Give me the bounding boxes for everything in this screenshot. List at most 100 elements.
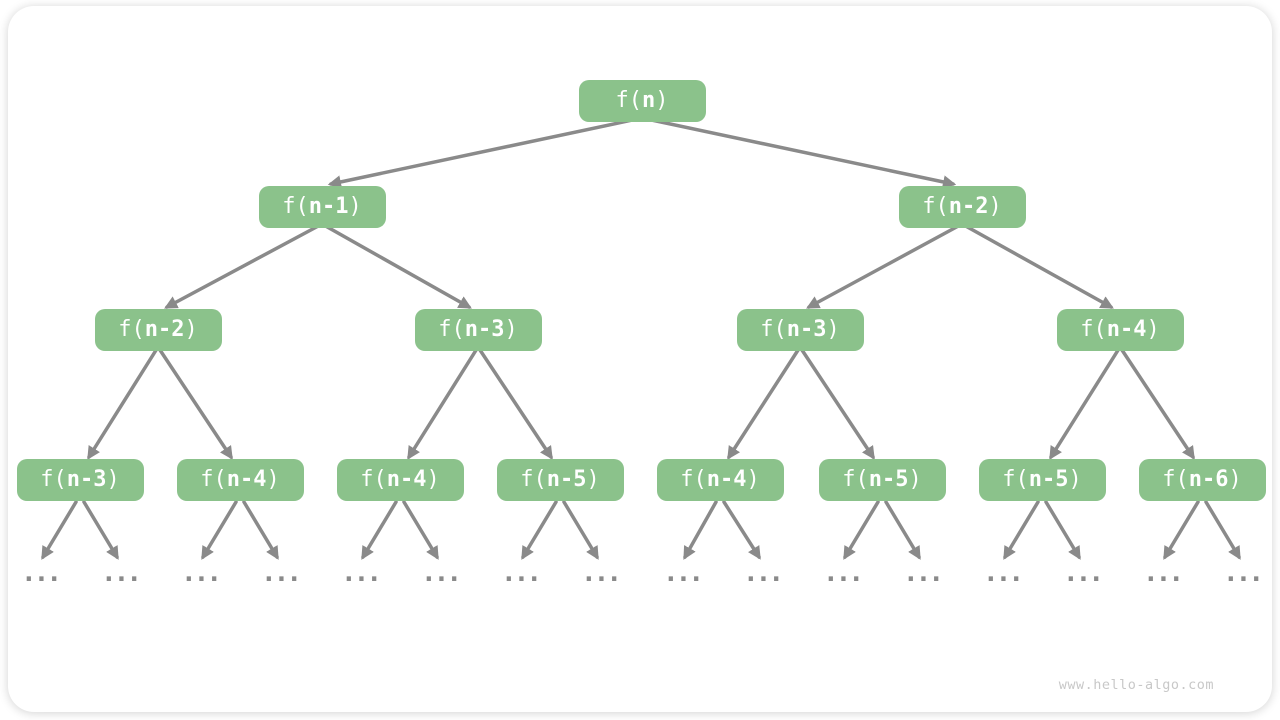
tree-node-label: n-6 bbox=[1188, 467, 1229, 492]
ellipsis-leaf: ... bbox=[101, 558, 142, 588]
edge-arrow bbox=[407, 345, 480, 460]
edge-arrow bbox=[960, 222, 1114, 309]
tree-node-label: ) bbox=[184, 317, 198, 342]
tree-node-label: n-1 bbox=[308, 194, 349, 219]
watermark: www.hello-algo.com bbox=[1058, 677, 1214, 693]
tree-node-label: ) bbox=[1228, 467, 1242, 492]
ellipsis-leaf: ... bbox=[421, 558, 462, 588]
tree-node-label: ) bbox=[908, 467, 922, 492]
edge-arrow bbox=[1204, 500, 1241, 560]
tree-node-label: n-2 bbox=[948, 194, 989, 219]
ellipsis-leaf: ... bbox=[341, 558, 382, 588]
tree-node-9: f(n-4) bbox=[336, 459, 464, 501]
ellipsis-leaf: ... bbox=[663, 558, 704, 588]
tree-node-label: n-4 bbox=[226, 467, 267, 492]
edge-arrow bbox=[843, 500, 880, 560]
tree-node-label: ) bbox=[586, 467, 600, 492]
tree-node-7: f(n-3) bbox=[16, 459, 144, 501]
edge-arrow bbox=[320, 222, 472, 309]
tree-node-label: ) bbox=[746, 467, 760, 492]
tree-node-label: n bbox=[642, 88, 656, 113]
tree-node-label: f( bbox=[615, 88, 643, 113]
tree-node-label: ) bbox=[348, 194, 362, 219]
tree-node-label: n-3 bbox=[66, 467, 107, 492]
edge-arrow bbox=[722, 500, 761, 560]
tree-node-label: ) bbox=[1146, 317, 1160, 342]
tree-node-label: ) bbox=[426, 467, 440, 492]
edge-arrow bbox=[1003, 500, 1040, 560]
tree-node-1: f(n-1) bbox=[258, 186, 386, 228]
tree-node-label: f( bbox=[1162, 467, 1189, 492]
tree-node-label: n-4 bbox=[1106, 317, 1147, 342]
tree-node-4: f(n-3) bbox=[414, 309, 542, 351]
tree-node-label: ) bbox=[988, 194, 1002, 219]
tree-node-label: f( bbox=[118, 317, 145, 342]
edge-arrow bbox=[562, 500, 599, 560]
tree-node-label: n-5 bbox=[1028, 467, 1069, 492]
tree-node-5: f(n-3) bbox=[736, 309, 864, 351]
ellipsis-leaf: ... bbox=[501, 558, 542, 588]
ellipsis-leaf: ... bbox=[581, 558, 622, 588]
tree-node-label: f( bbox=[438, 317, 465, 342]
tree-node-label: f( bbox=[282, 194, 309, 219]
tree-node-label: ) bbox=[826, 317, 840, 342]
tree-node-label: ) bbox=[655, 88, 669, 113]
ellipsis-leaf: ... bbox=[181, 558, 222, 588]
tree-node-label: f( bbox=[680, 467, 707, 492]
edge-arrow bbox=[1044, 500, 1081, 560]
ellipsis-leaf: ... bbox=[983, 558, 1024, 588]
tree-node-label: n-5 bbox=[546, 467, 587, 492]
tree-node-label: f( bbox=[360, 467, 387, 492]
tree-node-8: f(n-4) bbox=[176, 459, 304, 501]
tree-node-label: n-2 bbox=[144, 317, 185, 342]
ellipsis-leaf: ... bbox=[261, 558, 302, 588]
edge-arrow bbox=[798, 345, 875, 460]
tree-node-label: n-4 bbox=[706, 467, 747, 492]
tree-node-label: f( bbox=[1002, 467, 1029, 492]
ellipsis-leaf: ... bbox=[823, 558, 864, 588]
tree-node-0: f(n) bbox=[578, 80, 706, 122]
tree-node-label: f( bbox=[760, 317, 787, 342]
ellipsis-leaf: ... bbox=[21, 558, 62, 588]
tree-node-label: ) bbox=[504, 317, 518, 342]
ellipsis-leaf: ... bbox=[1223, 558, 1264, 588]
tree-node-12: f(n-5) bbox=[818, 459, 946, 501]
edge-arrow bbox=[1118, 345, 1195, 460]
tree-node-label: ) bbox=[266, 467, 280, 492]
tree-node-10: f(n-5) bbox=[496, 459, 624, 501]
tree-node-label: f( bbox=[922, 194, 949, 219]
ellipsis-leaf: ... bbox=[1063, 558, 1104, 588]
edge-arrow bbox=[683, 500, 718, 560]
edge-arrow bbox=[87, 345, 160, 460]
tree-node-11: f(n-4) bbox=[656, 459, 784, 501]
edge-arrow bbox=[521, 500, 558, 560]
edge-arrow bbox=[201, 500, 238, 560]
tree-node-13: f(n-5) bbox=[978, 459, 1106, 501]
ellipsis-leaf: ... bbox=[1143, 558, 1184, 588]
tree-node-3: f(n-2) bbox=[94, 309, 222, 351]
tree-node-label: n-3 bbox=[464, 317, 505, 342]
edge-arrow bbox=[727, 345, 802, 460]
edge-arrow bbox=[156, 345, 233, 460]
tree-node-2: f(n-2) bbox=[898, 186, 1026, 228]
tree-node-label: f( bbox=[1080, 317, 1107, 342]
edge-arrow bbox=[1049, 345, 1122, 460]
tree-node-label: ) bbox=[1068, 467, 1082, 492]
edge-arrow bbox=[476, 345, 553, 460]
edge-arrow bbox=[164, 222, 324, 309]
edge-arrow bbox=[82, 500, 119, 560]
edge-arrow bbox=[41, 500, 78, 560]
edge-arrow bbox=[640, 116, 957, 189]
edge-arrow bbox=[402, 500, 439, 560]
tree-node-14: f(n-6) bbox=[1138, 459, 1266, 501]
ellipsis-leaf: ... bbox=[743, 558, 784, 588]
tree-node-label: n-4 bbox=[386, 467, 427, 492]
edge-arrow bbox=[1163, 500, 1200, 560]
tree-node-label: f( bbox=[520, 467, 547, 492]
edge-arrow bbox=[242, 500, 279, 560]
tree-node-label: ) bbox=[106, 467, 120, 492]
tree-node-6: f(n-4) bbox=[1056, 309, 1184, 351]
tree-node-label: f( bbox=[842, 467, 869, 492]
tree-node-label: n-3 bbox=[786, 317, 827, 342]
